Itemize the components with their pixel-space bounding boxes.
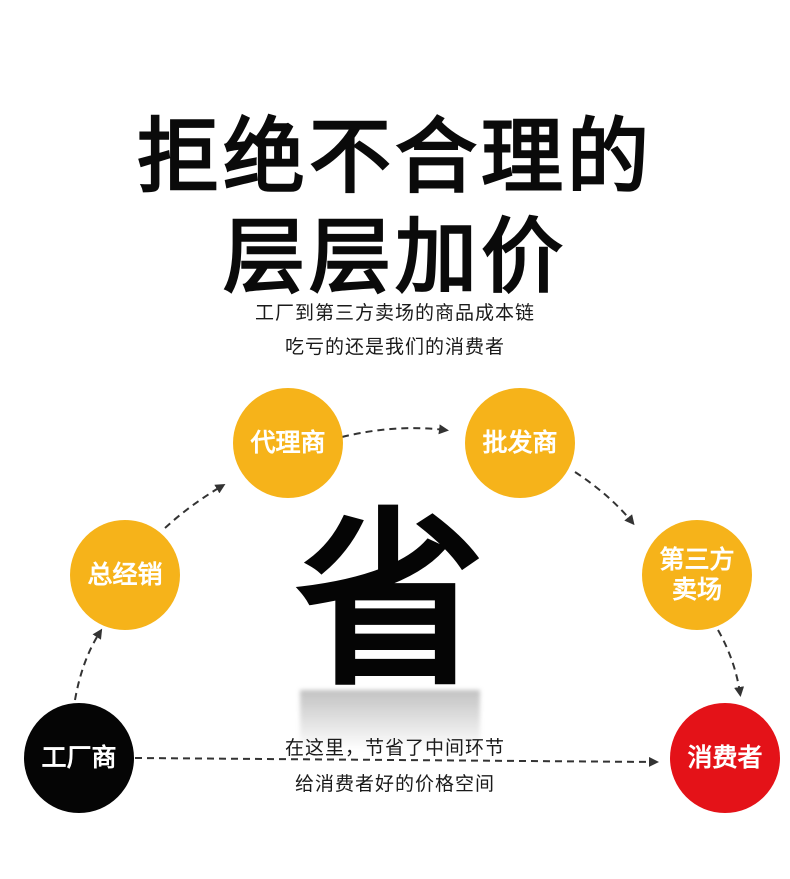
bottom-caption-line-1: 在这里，节省了中间环节: [284, 737, 505, 759]
node-third-party-line-2: 卖场: [671, 575, 722, 604]
bottom-caption-line-2: 给消费者好的价格空间: [294, 773, 495, 795]
arrow-wholesaler-to-thirdparty: [574, 471, 635, 526]
arrow-factory-to-consumer: [134, 756, 659, 767]
arrow-agent-to-wholesaler: [341, 424, 449, 438]
node-wholesaler-label: 批发商: [482, 428, 558, 457]
node-third-party-store-label: 第三方 卖场: [659, 545, 734, 605]
headline: 拒绝不合理的 层层加价: [0, 108, 790, 308]
center-char: 省: [294, 491, 485, 712]
node-general-distributor-label: 总经销: [87, 560, 163, 589]
node-consumer-label: 消费者: [687, 743, 763, 772]
headline-line-1: 拒绝不合理的: [136, 110, 653, 205]
headline-line-2: 层层加价: [222, 210, 567, 305]
node-general-distributor: 总经销: [70, 520, 180, 630]
center-char-wrap: 省: [290, 502, 490, 712]
node-third-party-store: 第三方 卖场: [642, 520, 752, 630]
node-agent-label: 代理商: [250, 428, 326, 457]
bottom-caption: 在这里，节省了中间环节 给消费者好的价格空间: [220, 730, 570, 802]
subtitle-line-2: 吃亏的还是我们的消费者: [284, 336, 505, 358]
node-factory: 工厂商: [24, 703, 134, 813]
subtitle-line-1: 工厂到第三方卖场的商品成本链: [254, 302, 535, 324]
node-agent: 代理商: [233, 388, 343, 498]
node-factory-label: 工厂商: [41, 743, 117, 772]
arrow-factory-to-distributor: [74, 628, 103, 701]
node-consumer: 消费者: [670, 703, 780, 813]
node-wholesaler: 批发商: [465, 388, 575, 498]
subtitle: 工厂到第三方卖场的商品成本链 吃亏的还是我们的消费者: [0, 296, 790, 364]
center-char-reflection: [300, 690, 480, 750]
node-third-party-line-1: 第三方: [659, 545, 735, 574]
arrow-thirdparty-to-consumer: [717, 629, 745, 697]
arrow-distributor-to-agent: [164, 483, 226, 529]
